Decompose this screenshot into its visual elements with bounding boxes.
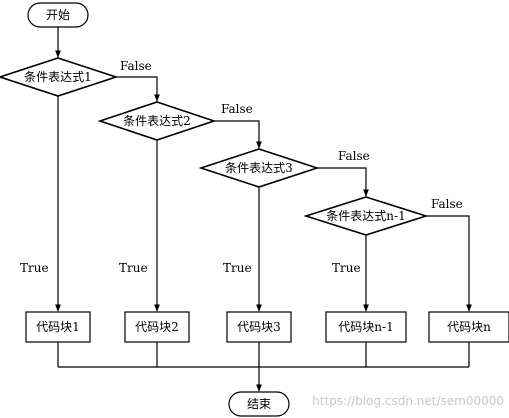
end-terminal xyxy=(228,391,290,417)
condition-3-label: 条件表达式3 xyxy=(225,161,293,175)
code-block-2-label: 代码块2 xyxy=(135,320,179,334)
condition-1-label: 条件表达式1 xyxy=(24,70,92,84)
true-label-3: True xyxy=(223,261,252,275)
arrow-false-2 xyxy=(214,120,262,149)
false-label-1: False xyxy=(120,59,152,73)
code-block-n-1 xyxy=(325,311,407,343)
arrow-false-n-1 xyxy=(426,215,472,312)
condition-n-1-label: 条件表达式n-1 xyxy=(326,209,405,223)
false-label-3: False xyxy=(338,149,370,163)
code-block-n xyxy=(428,311,509,343)
false-label-2: False xyxy=(221,102,253,116)
start-label: 开始 xyxy=(46,8,70,22)
arrow-false-3 xyxy=(317,167,369,197)
code-block-2 xyxy=(124,311,190,343)
code-block-3 xyxy=(226,311,292,343)
code-block-1-label: 代码块1 xyxy=(36,320,80,334)
true-label-2: True xyxy=(119,261,148,275)
watermark: https://blog.csdn.net/sem00000 xyxy=(312,394,504,408)
end-label: 结束 xyxy=(247,397,271,411)
code-block-n-1-label: 代码块n-1 xyxy=(338,320,393,334)
true-label-n-1: True xyxy=(332,261,361,275)
arrow-false-1 xyxy=(116,76,160,102)
false-label-n-1: False xyxy=(431,197,463,211)
code-block-n-label: 代码块n xyxy=(447,320,491,334)
condition-2-label: 条件表达式2 xyxy=(123,114,191,128)
true-label-1: True xyxy=(20,261,49,275)
code-block-3-label: 代码块3 xyxy=(237,320,281,334)
